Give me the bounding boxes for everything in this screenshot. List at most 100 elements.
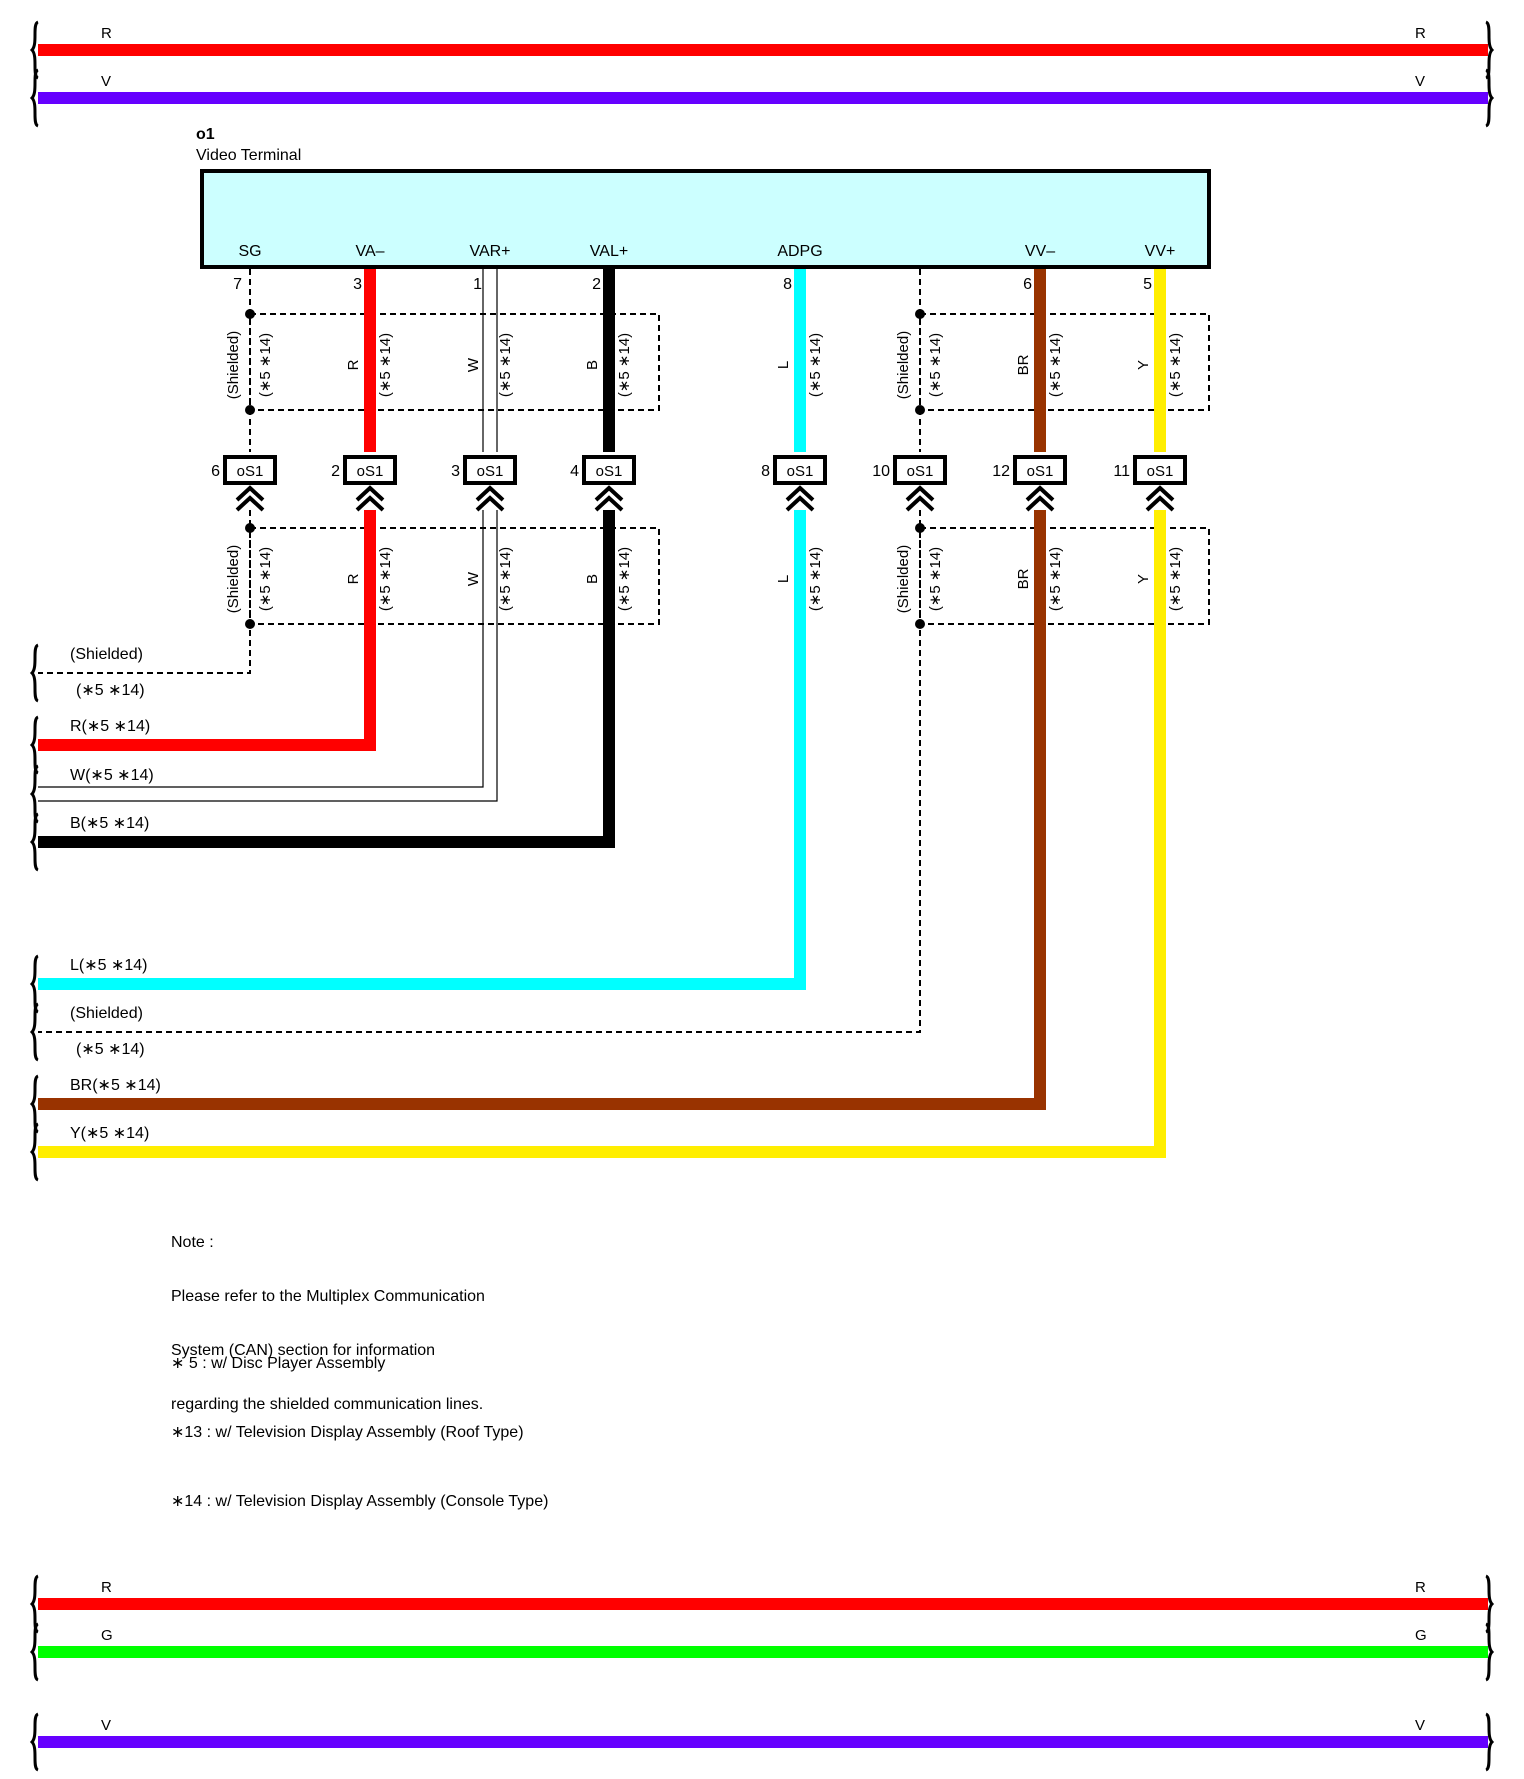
- splice-code: oS1: [477, 463, 504, 480]
- wire-label-rotated: (Shielded): [225, 331, 242, 399]
- wire-label-rotated: R: [345, 359, 362, 370]
- pin-number: 7: [233, 276, 242, 293]
- wire-label-rotated: W: [465, 357, 482, 372]
- terminal-label: (Shielded): [70, 646, 143, 663]
- chevron-icon: [1025, 495, 1055, 512]
- splice-connector: [223, 455, 277, 485]
- splice-connector: [1133, 455, 1187, 485]
- splice-pin-number: 8: [761, 463, 770, 480]
- terminal-label: (Shielded): [70, 1005, 143, 1022]
- wire-lower: [38, 510, 1046, 1110]
- splice-code: oS1: [907, 463, 934, 480]
- wire-label-rotated: B: [584, 360, 601, 370]
- chevron-icon: [594, 485, 624, 502]
- chevron-icon: [905, 495, 935, 512]
- wire-label-rotated: (Shielded): [895, 331, 912, 399]
- bus-label-left: R: [101, 25, 112, 42]
- wire-label-rotated: BR: [1015, 354, 1032, 375]
- bus-label-left: G: [101, 1627, 113, 1644]
- pin-name: VA–: [355, 243, 384, 260]
- footnotes: ∗ 5 : w/ Disc Player Assembly ∗13 : w/ T…: [171, 1306, 548, 1536]
- terminal-label: W(∗5 ∗14): [70, 767, 154, 784]
- splice-pin-number: 3: [451, 463, 460, 480]
- pin-name: VV+: [1145, 243, 1176, 260]
- splice-pin-number: 12: [992, 463, 1010, 480]
- wire-label-rotated: (Shielded): [225, 545, 242, 613]
- bus-brace-left: [29, 1622, 39, 1682]
- pin-number: 3: [353, 276, 362, 293]
- bus-label-right: R: [1415, 1579, 1426, 1596]
- terminal-label: BR(∗5 ∗14): [70, 1077, 161, 1094]
- terminal-brace: [29, 715, 39, 775]
- wire-label-rotated: W: [465, 571, 482, 586]
- shield-drain-lower: [38, 510, 921, 1033]
- splice-pin-number: 6: [211, 463, 220, 480]
- wire-w-lower: [38, 510, 484, 788]
- variant-label-rotated: (∗5 ∗14): [377, 333, 394, 397]
- wire-w-lower: [38, 510, 498, 802]
- right-shield-dot: [915, 523, 925, 533]
- note-title: Note :: [171, 1234, 214, 1251]
- chevron-icon: [1025, 485, 1055, 502]
- splice-connector: [893, 455, 947, 485]
- bus-label-right: V: [1415, 73, 1425, 90]
- chevron-icon: [785, 485, 815, 502]
- variant-label-rotated: (∗5 ∗14): [927, 333, 944, 397]
- terminal-label: Y(∗5 ∗14): [70, 1125, 149, 1142]
- chevron-icon: [235, 485, 265, 502]
- bus-brace-right: [1485, 1622, 1495, 1682]
- note-line: System (CAN) section for information: [171, 1342, 436, 1359]
- splice-code: oS1: [237, 463, 264, 480]
- variant-label-rotated: (∗5 ∗14): [257, 333, 274, 397]
- pin-number: 5: [1143, 276, 1152, 293]
- variant-label-rotated: (∗5 ∗14): [927, 547, 944, 611]
- variant-label-rotated: (∗5 ∗14): [1047, 333, 1064, 397]
- pin-number: 6: [1023, 276, 1032, 293]
- variant-label-rotated: (∗5 ∗14): [616, 333, 633, 397]
- variant-label-rotated: (∗5 ∗14): [497, 547, 514, 611]
- splice-connector: [773, 455, 827, 485]
- note-line: regarding the shielded communication lin…: [171, 1396, 484, 1413]
- pin-number: 1: [473, 276, 482, 293]
- splice-pin-number: 4: [570, 463, 579, 480]
- connector-body: [200, 169, 1211, 269]
- bus-label-right: V: [1415, 1717, 1425, 1734]
- chevron-icon: [235, 495, 265, 512]
- pin-number: 8: [783, 276, 792, 293]
- note-block: Note : Please refer to the Multiplex Com…: [171, 1198, 485, 1432]
- wire-lower: [38, 510, 806, 990]
- bus-label-left: V: [101, 73, 111, 90]
- bus-label-right: R: [1415, 25, 1426, 42]
- terminal-brace: [29, 812, 39, 872]
- note-line: Please refer to the Multiplex Communicat…: [171, 1288, 485, 1305]
- chevron-icon: [355, 495, 385, 512]
- splice-pin-number: 10: [872, 463, 890, 480]
- wire-label-rotated: L: [775, 361, 792, 369]
- splice-code: oS1: [596, 463, 623, 480]
- wire-label-rotated: Y: [1135, 360, 1152, 370]
- chevron-icon: [594, 495, 624, 512]
- chevron-icon: [475, 485, 505, 502]
- variant-label-rotated: (∗5 ∗14): [377, 547, 394, 611]
- connector-code: o1: [196, 126, 215, 143]
- variant-label-rotated: (∗5 ∗14): [497, 333, 514, 397]
- footnote-item: ∗13 : w/ Television Display Assembly (Ro…: [171, 1424, 524, 1441]
- terminal-brace: [29, 1002, 39, 1062]
- pin-name: VAL+: [590, 243, 628, 260]
- terminal-label: (∗5 ∗14): [76, 682, 145, 699]
- pin-name: ADPG: [777, 243, 822, 260]
- chevron-icon: [1145, 485, 1175, 502]
- variant-label-rotated: (∗5 ∗14): [257, 547, 274, 611]
- chevron-icon: [785, 495, 815, 512]
- wire-label-rotated: B: [584, 574, 601, 584]
- wire-lower: [38, 510, 1166, 1158]
- wire-label-rotated: BR: [1015, 568, 1032, 589]
- terminal-label: L(∗5 ∗14): [70, 957, 148, 974]
- variant-label-rotated: (∗5 ∗14): [616, 547, 633, 611]
- terminal-brace: [29, 1122, 39, 1182]
- variant-label-rotated: (∗5 ∗14): [1167, 333, 1184, 397]
- wire-label-rotated: Y: [1135, 574, 1152, 584]
- terminal-label: (∗5 ∗14): [76, 1041, 145, 1058]
- variant-label-rotated: (∗5 ∗14): [807, 333, 824, 397]
